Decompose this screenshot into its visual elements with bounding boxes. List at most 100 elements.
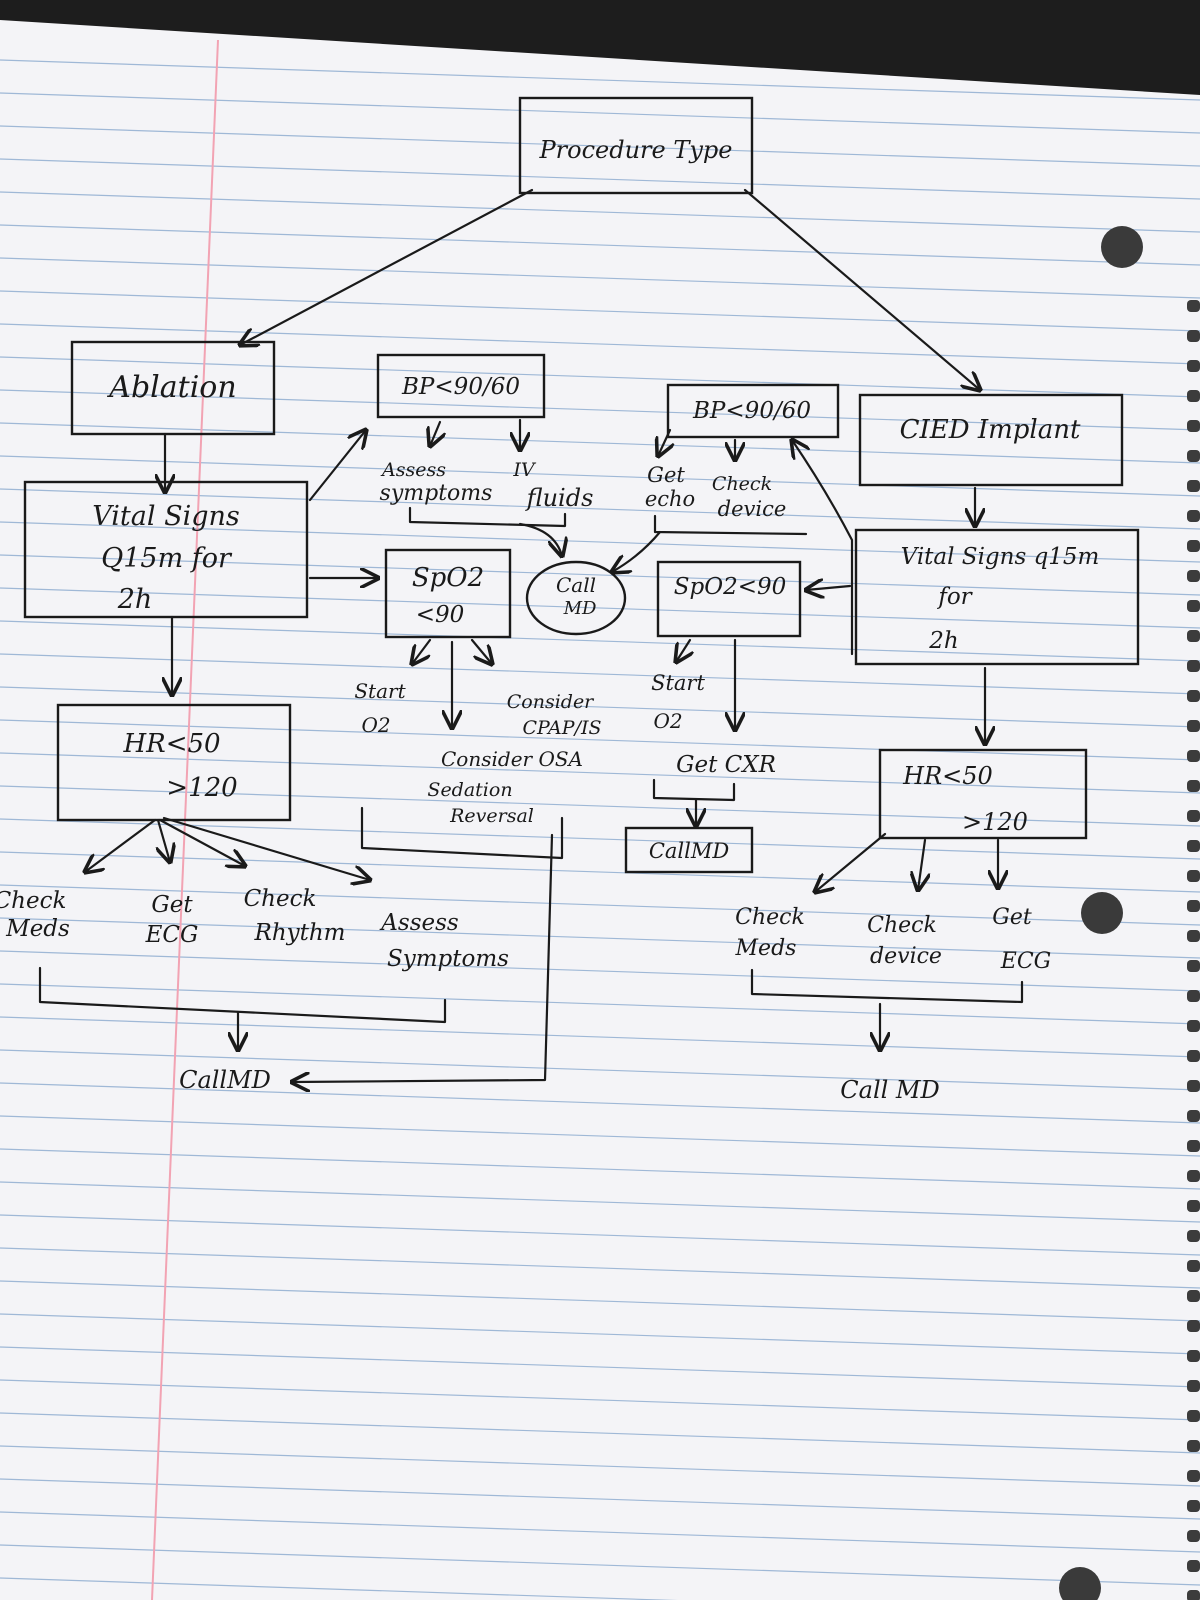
ruled-line [0,1544,1200,1586]
ablation-hr-line-2: >120 [166,773,237,803]
arrow-cied-hr-to-check-device [918,838,925,890]
ablation-vitals-line-2: Q15m for [101,543,233,574]
call-md-circle-line-2: MD [563,598,597,619]
arrow-hr-to-check-meds [85,818,157,872]
spo2-left-action-osa-1: Consider OSA [441,747,583,771]
ruled-line [0,224,1200,266]
arrow-root-to-cied [743,188,980,390]
ruled-line [0,554,1200,596]
arrow-cied-vitals-to-spo2-right [806,586,852,590]
arrow-spo2-right-to-start-o2 [676,638,690,662]
arrow-bp-right-to-call [612,530,662,572]
spiral-coil [1187,660,1200,672]
spo2-right-label: SpO2<90 [674,574,787,600]
spiral-coil [1187,1350,1200,1362]
spiral-coil [1187,1320,1200,1332]
spiral-coil [1187,420,1200,432]
ruled-line [0,1280,1200,1322]
bp-right-action-device-2: device [718,497,787,521]
spiral-coil [1187,750,1200,762]
spiral-coil [1187,510,1200,522]
ruled-line [0,983,1200,1025]
arrow-bp-left-to-call [518,522,562,556]
spiral-coil [1187,360,1200,372]
spo2-right-call-md-box [624,826,754,874]
spo2-right-bracket [652,778,736,802]
cied-action-check-device-2: device [870,944,942,969]
ruled-line [0,1181,1200,1223]
arrow-spo2-left-to-start-o2 [412,638,432,664]
spo2-left-line-2: <90 [416,602,465,628]
spiral-coil [1187,450,1200,462]
spiral-coil [1187,810,1200,822]
spiral-coil [1187,570,1200,582]
spo2-left-line-1: SpO2 [412,563,484,593]
bp-right-label: BP<90/60 [692,398,811,424]
ablation-actions-bracket [38,966,447,1024]
binder-holes [1059,226,1143,1600]
ruled-line [0,1412,1200,1454]
arrow-bp-right-to-echo [658,428,670,456]
ruled-line [0,1247,1200,1289]
call-md-circle-line-1: Call [556,573,596,597]
spiral-coil [1187,1080,1200,1092]
spiral-coil [1187,630,1200,642]
ruled-line [0,1577,679,1600]
spiral-coil [1187,600,1200,612]
spiral-coil [1187,1200,1200,1212]
cied-actions-bracket [750,968,1024,1004]
arrow-spo2-left-to-cpap [470,638,492,664]
arrow-root-to-ablation [240,188,534,345]
spo2-left-action-cpap-2: CPAP/IS [522,717,601,739]
ruled-line [0,917,1200,959]
spiral-coil [1187,1590,1200,1600]
ruled-line [0,257,1200,299]
ablation-action-assess-symptoms-2: Symptoms [387,946,509,972]
spo2-right-call-md-label: CallMD [649,839,730,863]
ruled-line [0,785,1200,827]
spo2-left-action-start-1: Start [354,679,406,703]
ablation-label: Ablation [106,370,236,405]
bp-right-action-echo-2: echo [645,487,695,511]
ablation-box [70,340,276,436]
cied-vitals-line-1: Vital Signs q15m [901,544,1100,570]
ruled-line [0,290,1200,332]
ablation-vitals-line-1: Vital Signs [92,501,240,532]
cied-implant-box [858,393,1124,487]
ruled-line [0,1379,1200,1421]
arrow-hr-to-assess-symptoms [162,816,370,880]
bp-right-action-echo-1: Get [647,463,685,487]
ruled-line [0,1082,1200,1124]
cied-vitals-box [854,528,1140,666]
spiral-coil [1187,960,1200,972]
spiral-coil [1187,990,1200,1002]
ablation-hr-line-1: HR<50 [122,729,220,759]
ruled-line [0,59,1200,101]
spo2-right-action-start-2: O2 [653,709,682,733]
ruled-line [0,950,1200,992]
ruled-line [0,752,1200,794]
ablation-action-check-meds-1: Check [0,888,66,914]
spiral-coil [1187,1290,1200,1302]
spiral-coil [1187,1230,1200,1242]
spiral-coil [1187,1140,1200,1152]
ruled-line [0,1148,1200,1190]
ablation-call-md-label: CallMD [179,1066,271,1094]
ruled-line [0,653,1200,695]
cied-call-md-label: Call MD [840,1076,939,1104]
ruled-line [0,587,1200,629]
ruled-line [0,389,1200,431]
ruled-line [0,1016,1200,1058]
spiral-coil [1187,1560,1200,1572]
spiral-coil [1187,1050,1200,1062]
ruled-line [0,884,1200,926]
spo2-left-action-osa-3: Reversal [449,805,534,827]
ruled-line [0,125,1200,167]
call-md-circle [525,560,627,636]
arrow-vitals-to-bp-left [308,430,366,502]
bp-left-box [376,353,546,419]
spiral-coil [1187,1470,1200,1482]
spiral-coil [1187,1110,1200,1122]
bp-left-action-assess-1: Assess [380,459,446,481]
